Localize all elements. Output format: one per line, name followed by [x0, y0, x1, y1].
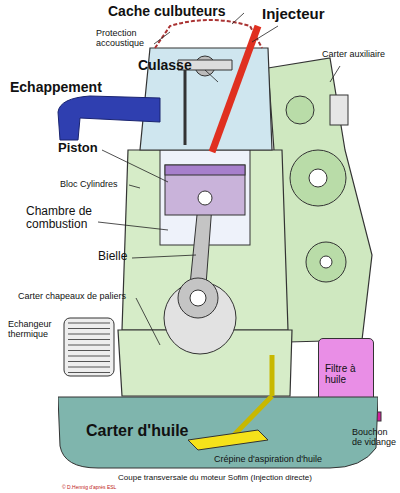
part-label: Piston	[58, 141, 98, 155]
part-label: Injecteur	[262, 6, 325, 23]
exhaust-manifold	[58, 96, 160, 140]
gear-hub	[309, 169, 327, 187]
part-label: Bloc Cylindres	[60, 180, 118, 190]
oil-strainer	[188, 430, 268, 450]
part-label: Carter chapeaux de paliers	[18, 292, 126, 302]
fin	[68, 345, 110, 346]
pickup-tube	[270, 355, 275, 396]
part-label: Carter auxiliaire	[322, 50, 385, 60]
part-label: Protection accoustique	[96, 29, 156, 49]
crank-pin	[190, 290, 206, 306]
pump-body	[330, 95, 348, 125]
piston-crown	[165, 165, 245, 175]
fin	[68, 361, 110, 362]
gear-hub	[320, 256, 332, 268]
part-label: Crépine d'aspiration d'huile	[214, 455, 322, 465]
valve-cover	[155, 20, 262, 48]
part-label: © D.Hennig d'après ESL	[62, 485, 116, 491]
part-label: Filtre à huile	[325, 363, 372, 385]
part-label: Carter d'huile	[86, 422, 189, 440]
fin	[68, 323, 110, 324]
fin	[68, 367, 110, 368]
connecting-rod	[190, 205, 212, 285]
pickup-tube	[233, 396, 272, 436]
sump-outline	[58, 397, 378, 468]
fin	[68, 356, 110, 357]
fin	[68, 372, 110, 373]
injector	[212, 26, 258, 152]
caption: Coupe transversale du moteur Sofim (Inje…	[118, 474, 312, 483]
part-label: Bielle	[98, 250, 127, 263]
part-label: Culasse	[138, 58, 192, 73]
gear	[286, 96, 314, 124]
valve-stem	[184, 70, 187, 145]
fin	[68, 334, 110, 335]
part-label: Echangeur thermique	[8, 320, 62, 340]
piston	[165, 165, 245, 215]
big-end	[178, 278, 218, 318]
fin	[68, 350, 110, 351]
gear	[290, 150, 346, 206]
leader-lines	[98, 13, 375, 426]
fin	[68, 328, 110, 329]
gear	[306, 242, 346, 282]
part-label: Echappement	[10, 80, 102, 95]
fin	[68, 339, 110, 340]
gudgeon-pin	[198, 191, 212, 205]
part-label: Chambre de combustion	[26, 205, 106, 231]
heat-exchanger	[64, 318, 114, 376]
part-label: Cache culbuteurs	[108, 4, 225, 19]
part-label: Bouchon de vidange	[352, 428, 398, 448]
cylinder-block	[122, 150, 288, 330]
